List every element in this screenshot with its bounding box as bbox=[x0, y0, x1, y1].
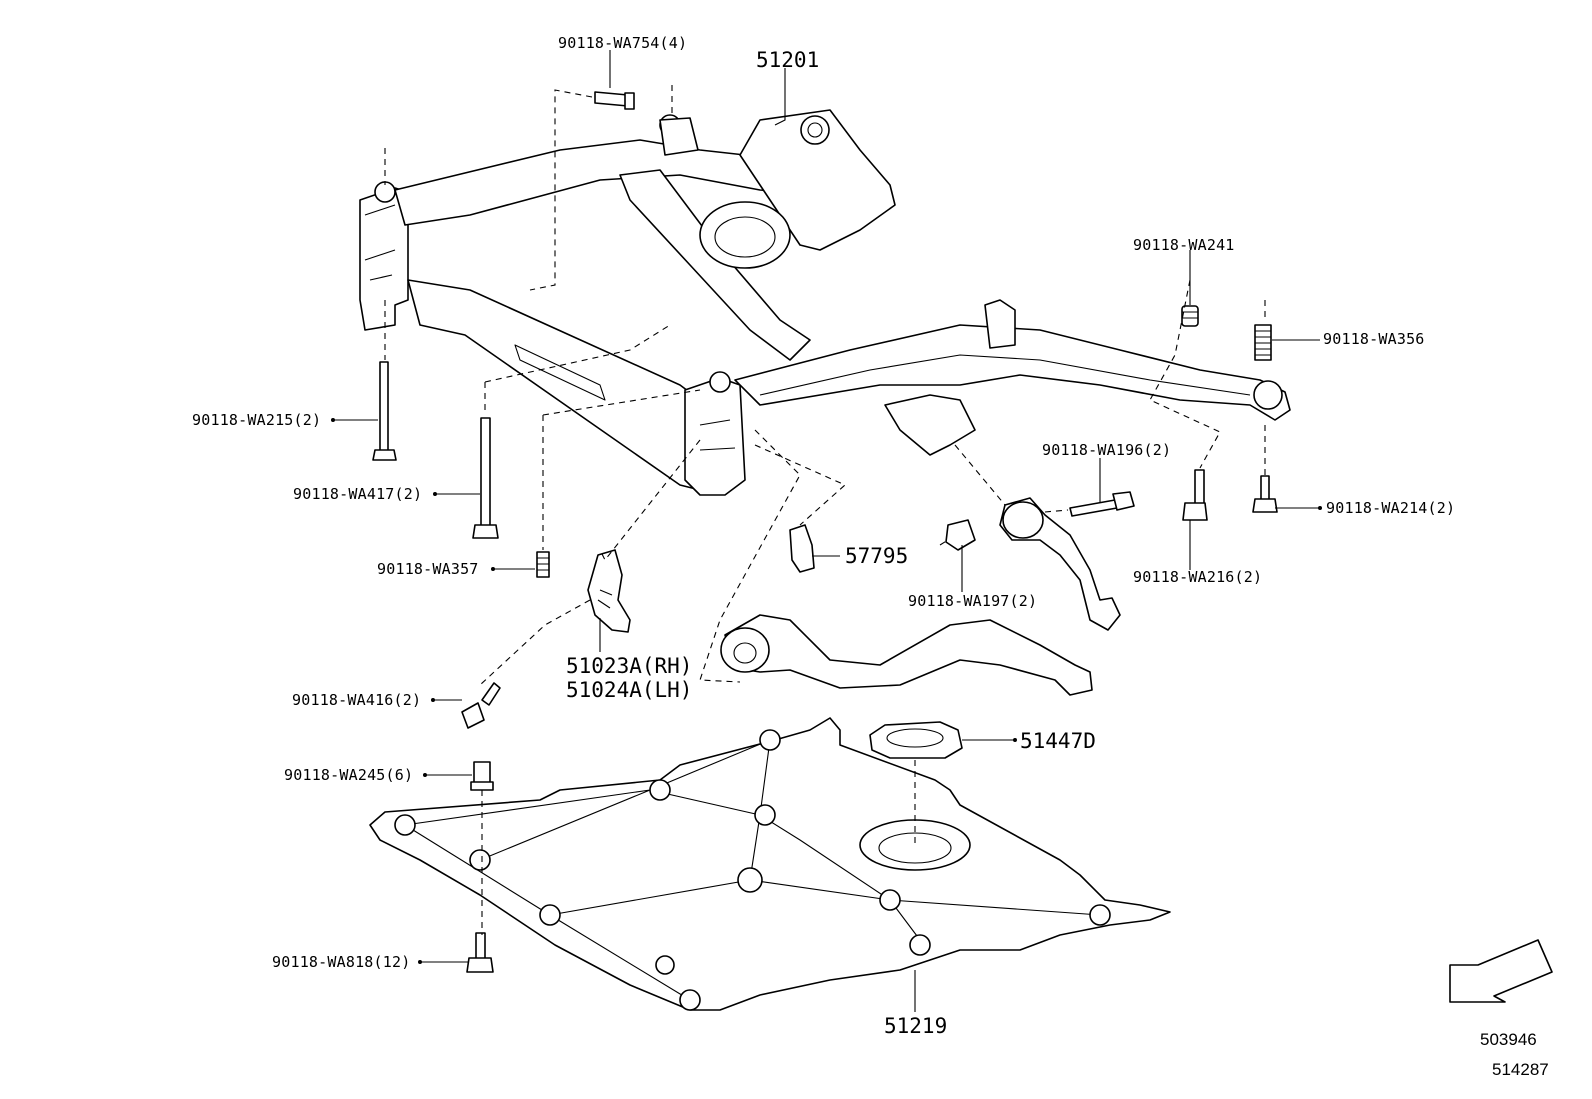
leader-lines bbox=[331, 50, 1322, 1012]
label-90118-wa216: 90118-WA216(2) bbox=[1133, 568, 1262, 586]
insulator-51447d bbox=[869, 721, 963, 759]
label-51024a: 51024A(LH) bbox=[566, 678, 692, 702]
label-90118-wa196: 90118-WA196(2) bbox=[1042, 441, 1171, 459]
suspension-member-crossmember bbox=[359, 109, 1291, 496]
label-51023a: 51023A(RH) bbox=[566, 654, 692, 678]
bolt-wa196 bbox=[1069, 491, 1135, 517]
bolt-wa416 bbox=[461, 682, 501, 729]
reference-number-primary: 503946 bbox=[1480, 1030, 1537, 1049]
label-90118-wa417: 90118-WA417(2) bbox=[293, 485, 422, 503]
sensor-57795 bbox=[789, 524, 815, 573]
collar-wa241 bbox=[1181, 305, 1199, 327]
collar-wa356 bbox=[1254, 324, 1272, 361]
label-51447d: 51447D bbox=[1020, 729, 1096, 753]
bolt-wa417 bbox=[472, 417, 499, 539]
lower-arm-rear bbox=[720, 614, 1093, 696]
label-90118-wa241: 90118-WA241 bbox=[1133, 236, 1235, 254]
bolt-wa215 bbox=[372, 361, 397, 461]
label-90118-wa818: 90118-WA818(12) bbox=[272, 953, 410, 971]
bracket-51023a bbox=[587, 549, 631, 633]
collar-wa357 bbox=[536, 551, 550, 578]
bolt-wa214 bbox=[1252, 475, 1278, 513]
label-90118-wa245: 90118-WA245(6) bbox=[284, 766, 413, 784]
label-90118-wa215: 90118-WA215(2) bbox=[192, 411, 321, 429]
bolt-wa754 bbox=[594, 91, 635, 110]
label-90118-wa357: 90118-WA357 bbox=[377, 560, 479, 578]
label-90118-wa416: 90118-WA416(2) bbox=[292, 691, 421, 709]
label-90118-wa356: 90118-WA356 bbox=[1323, 330, 1425, 348]
reference-number-secondary: 514287 bbox=[1492, 1060, 1549, 1079]
label-90118-wa197: 90118-WA197(2) bbox=[908, 592, 1037, 610]
bolt-wa818 bbox=[466, 932, 494, 973]
label-90118-wa754: 90118-WA754(4) bbox=[558, 34, 687, 52]
label-51201: 51201 bbox=[756, 48, 819, 72]
bolt-wa245 bbox=[470, 761, 494, 791]
assembly-dash-lines bbox=[384, 85, 1266, 935]
label-57795: 57795 bbox=[845, 544, 908, 568]
nut-wa197 bbox=[945, 519, 976, 551]
lower-arm-front bbox=[999, 497, 1121, 631]
front-direction-arrow-icon bbox=[1449, 939, 1553, 1003]
label-51219: 51219 bbox=[884, 1014, 947, 1038]
bolt-wa216 bbox=[1182, 469, 1208, 521]
label-90118-wa214: 90118-WA214(2) bbox=[1326, 499, 1455, 517]
